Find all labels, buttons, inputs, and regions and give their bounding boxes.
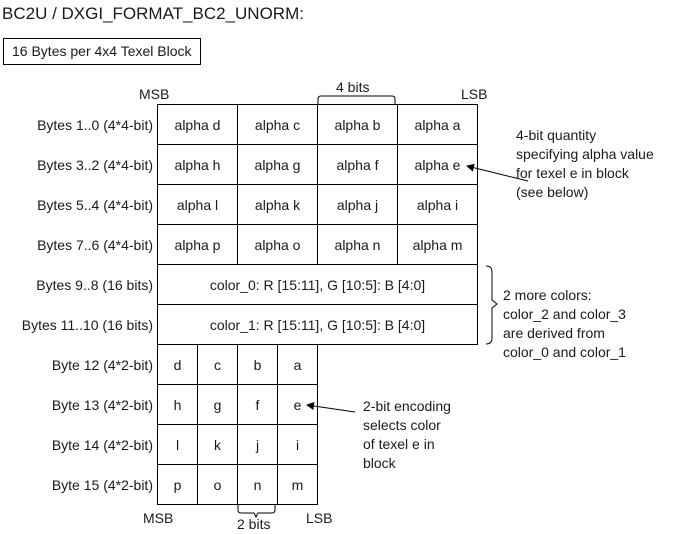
alpha-row-label: Bytes 5..4 (4*4-bit): [37, 197, 153, 213]
alpha-cell: alpha j: [317, 184, 398, 225]
colors-note-line: are derived from: [503, 325, 605, 341]
color-row-label: Bytes 9..8 (16 bits): [36, 277, 153, 293]
alpha-cell: alpha c: [237, 104, 318, 145]
index-cell: l: [157, 424, 198, 465]
alpha-note-line: for texel e in block: [516, 165, 629, 181]
alpha-cell: alpha f: [317, 144, 398, 185]
alpha-note-line: (see below): [516, 184, 589, 200]
index-cell: e: [277, 384, 318, 425]
alpha-cell: alpha l: [157, 184, 238, 225]
alpha-row-label: Bytes 1..0 (4*4-bit): [37, 117, 153, 133]
index-cell: k: [197, 424, 238, 465]
color-cell: color_0: R [15:11], G [10:5]: B [4:0]: [157, 264, 478, 305]
bottom-msb-label: MSB: [143, 510, 174, 526]
alpha-row-label: Bytes 7..6 (4*4-bit): [37, 237, 153, 253]
bottom-bits-brace: [237, 505, 276, 519]
index-row-label: Byte 14 (4*2-bit): [51, 437, 153, 453]
color-cell: color_1: R [15:11], G [10:5]: B [4:0]: [157, 304, 478, 345]
alpha-cell: alpha i: [397, 184, 478, 225]
index-row-label: Byte 13 (4*2-bit): [51, 397, 153, 413]
colors-note-line: 2 more colors:: [503, 287, 592, 303]
colors-brace: [485, 265, 498, 345]
diagram-title: BC2U / DXGI_FORMAT_BC2_UNORM:: [2, 4, 304, 23]
index-cell: p: [157, 464, 198, 505]
index-row-label: Byte 15 (4*2-bit): [51, 477, 153, 493]
top-bits-brace: [317, 95, 396, 104]
colors-note: 2 more colors: color_2 and color_3 are d…: [503, 286, 626, 362]
color-row-label: Bytes 11..10 (16 bits): [21, 317, 153, 333]
top-msb-label: MSB: [139, 86, 170, 102]
colors-note-line: color_2 and color_3: [503, 306, 626, 322]
alpha-cell: alpha d: [157, 104, 238, 145]
encoding-note-line: of texel e in: [363, 436, 435, 452]
encoding-note: 2-bit encoding selects color of texel e …: [363, 397, 451, 473]
colors-note-line: color_0 and color_1: [503, 344, 626, 360]
index-cell: i: [277, 424, 318, 465]
alpha-note-line: 4-bit quantity: [516, 127, 597, 143]
alpha-cell: alpha b: [317, 104, 398, 145]
top-lsb-label: LSB: [461, 86, 488, 102]
index-cell: m: [277, 464, 318, 505]
index-row-label: Byte 12 (4*2-bit): [51, 357, 153, 373]
index-cell: o: [197, 464, 238, 505]
encoding-note-line: block: [363, 455, 396, 471]
alpha-note-arrow: [466, 163, 529, 182]
encoding-note-arrow: [306, 402, 356, 413]
alpha-cell: alpha a: [397, 104, 478, 145]
alpha-cell: alpha m: [397, 224, 478, 265]
block-size-label: 16 Bytes per 4x4 Texel Block: [3, 38, 201, 65]
alpha-note-line: specifying alpha value: [516, 146, 654, 162]
index-cell: n: [237, 464, 278, 505]
bottom-bits-label: 2 bits: [237, 516, 271, 532]
alpha-cell: alpha n: [317, 224, 398, 265]
index-cell: d: [157, 344, 198, 385]
encoding-note-line: 2-bit encoding: [363, 398, 451, 414]
alpha-cell: alpha e: [397, 144, 478, 185]
index-cell: f: [237, 384, 278, 425]
alpha-row-label: Bytes 3..2 (4*4-bit): [37, 157, 153, 173]
alpha-note: 4-bit quantity specifying alpha value fo…: [516, 126, 654, 202]
encoding-note-line: selects color: [363, 417, 441, 433]
top-bits-label: 4 bits: [336, 79, 370, 95]
bottom-lsb-label: LSB: [306, 510, 333, 526]
